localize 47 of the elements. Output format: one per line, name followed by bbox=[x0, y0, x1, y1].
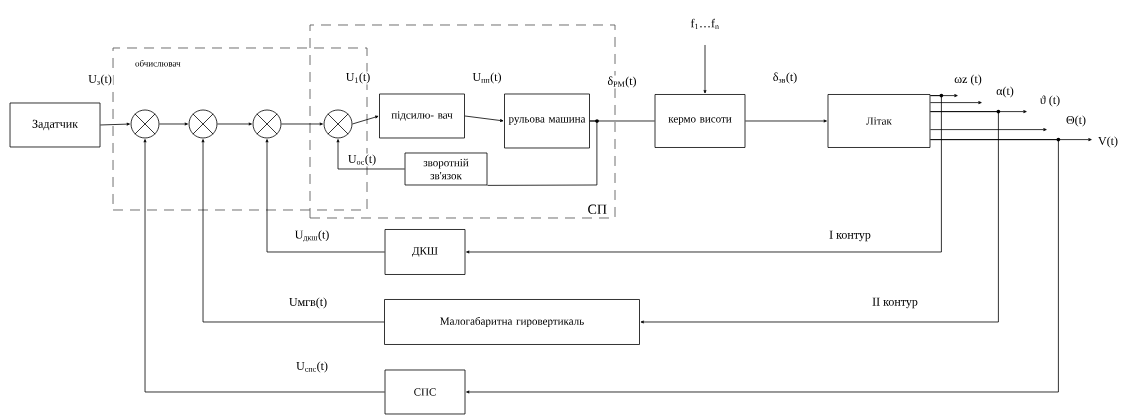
arrow bbox=[100, 122, 130, 126]
edge-label: α(t) bbox=[995, 85, 1015, 99]
edge-label: Uмгв(t) bbox=[287, 296, 329, 310]
edge-label: Θ(t) bbox=[1065, 114, 1087, 128]
block: зворотній зв'язок bbox=[404, 152, 488, 186]
arrow bbox=[745, 119, 827, 123]
block: Задатчик bbox=[9, 102, 101, 148]
arrow bbox=[159, 122, 188, 126]
block: Малогабаритна гировертикаль bbox=[384, 299, 640, 345]
arrow bbox=[281, 122, 323, 126]
edge-label: δ$_{РМ}$(t) bbox=[606, 75, 638, 89]
edge-label: U$_{дкш}$(t) bbox=[293, 229, 331, 243]
edge-label: f$_{1}$…f$_{n}$ bbox=[689, 17, 721, 31]
edge-label: ωz (t) bbox=[953, 73, 983, 87]
arrow bbox=[640, 109, 1001, 324]
summing-junction bbox=[130, 109, 160, 139]
arrow bbox=[201, 139, 385, 323]
arrow bbox=[143, 139, 385, 393]
arrow bbox=[930, 128, 1047, 132]
block: Літак bbox=[827, 94, 931, 148]
block: підсилю- вач bbox=[379, 93, 465, 139]
arrow bbox=[466, 93, 944, 254]
edge-label: U$_{1}$(t) bbox=[344, 71, 372, 85]
edge-label: U$_{спс}$(t) bbox=[295, 360, 329, 374]
arrow bbox=[930, 101, 982, 105]
arrow bbox=[466, 137, 1061, 394]
block: ДКШ bbox=[384, 229, 466, 275]
edge-label: δ$_{зв}$(t) bbox=[771, 71, 799, 85]
arrow bbox=[703, 44, 707, 94]
block: кермо висоти bbox=[654, 94, 746, 148]
arrow bbox=[217, 122, 252, 126]
edge-label: V(t) bbox=[1097, 135, 1119, 149]
edge-label: I контур bbox=[828, 229, 872, 243]
arrow bbox=[336, 139, 405, 170]
edge-label: ϑ (t) bbox=[1038, 94, 1062, 108]
block: СПС bbox=[384, 369, 466, 415]
edge-label: U$_{з}$(t) bbox=[87, 73, 113, 87]
summing-junction bbox=[188, 109, 218, 139]
arrow bbox=[464, 115, 504, 122]
edge-label: U$_{пп}$(t) bbox=[471, 71, 503, 85]
edge-label: II контур bbox=[871, 296, 919, 310]
block: рульова машина bbox=[504, 93, 590, 149]
arrow bbox=[265, 139, 385, 253]
arrow bbox=[352, 115, 379, 125]
edge-label: U$_{ос}$(t) bbox=[346, 153, 378, 167]
summing-junction bbox=[323, 109, 353, 139]
summing-junction bbox=[252, 109, 282, 139]
